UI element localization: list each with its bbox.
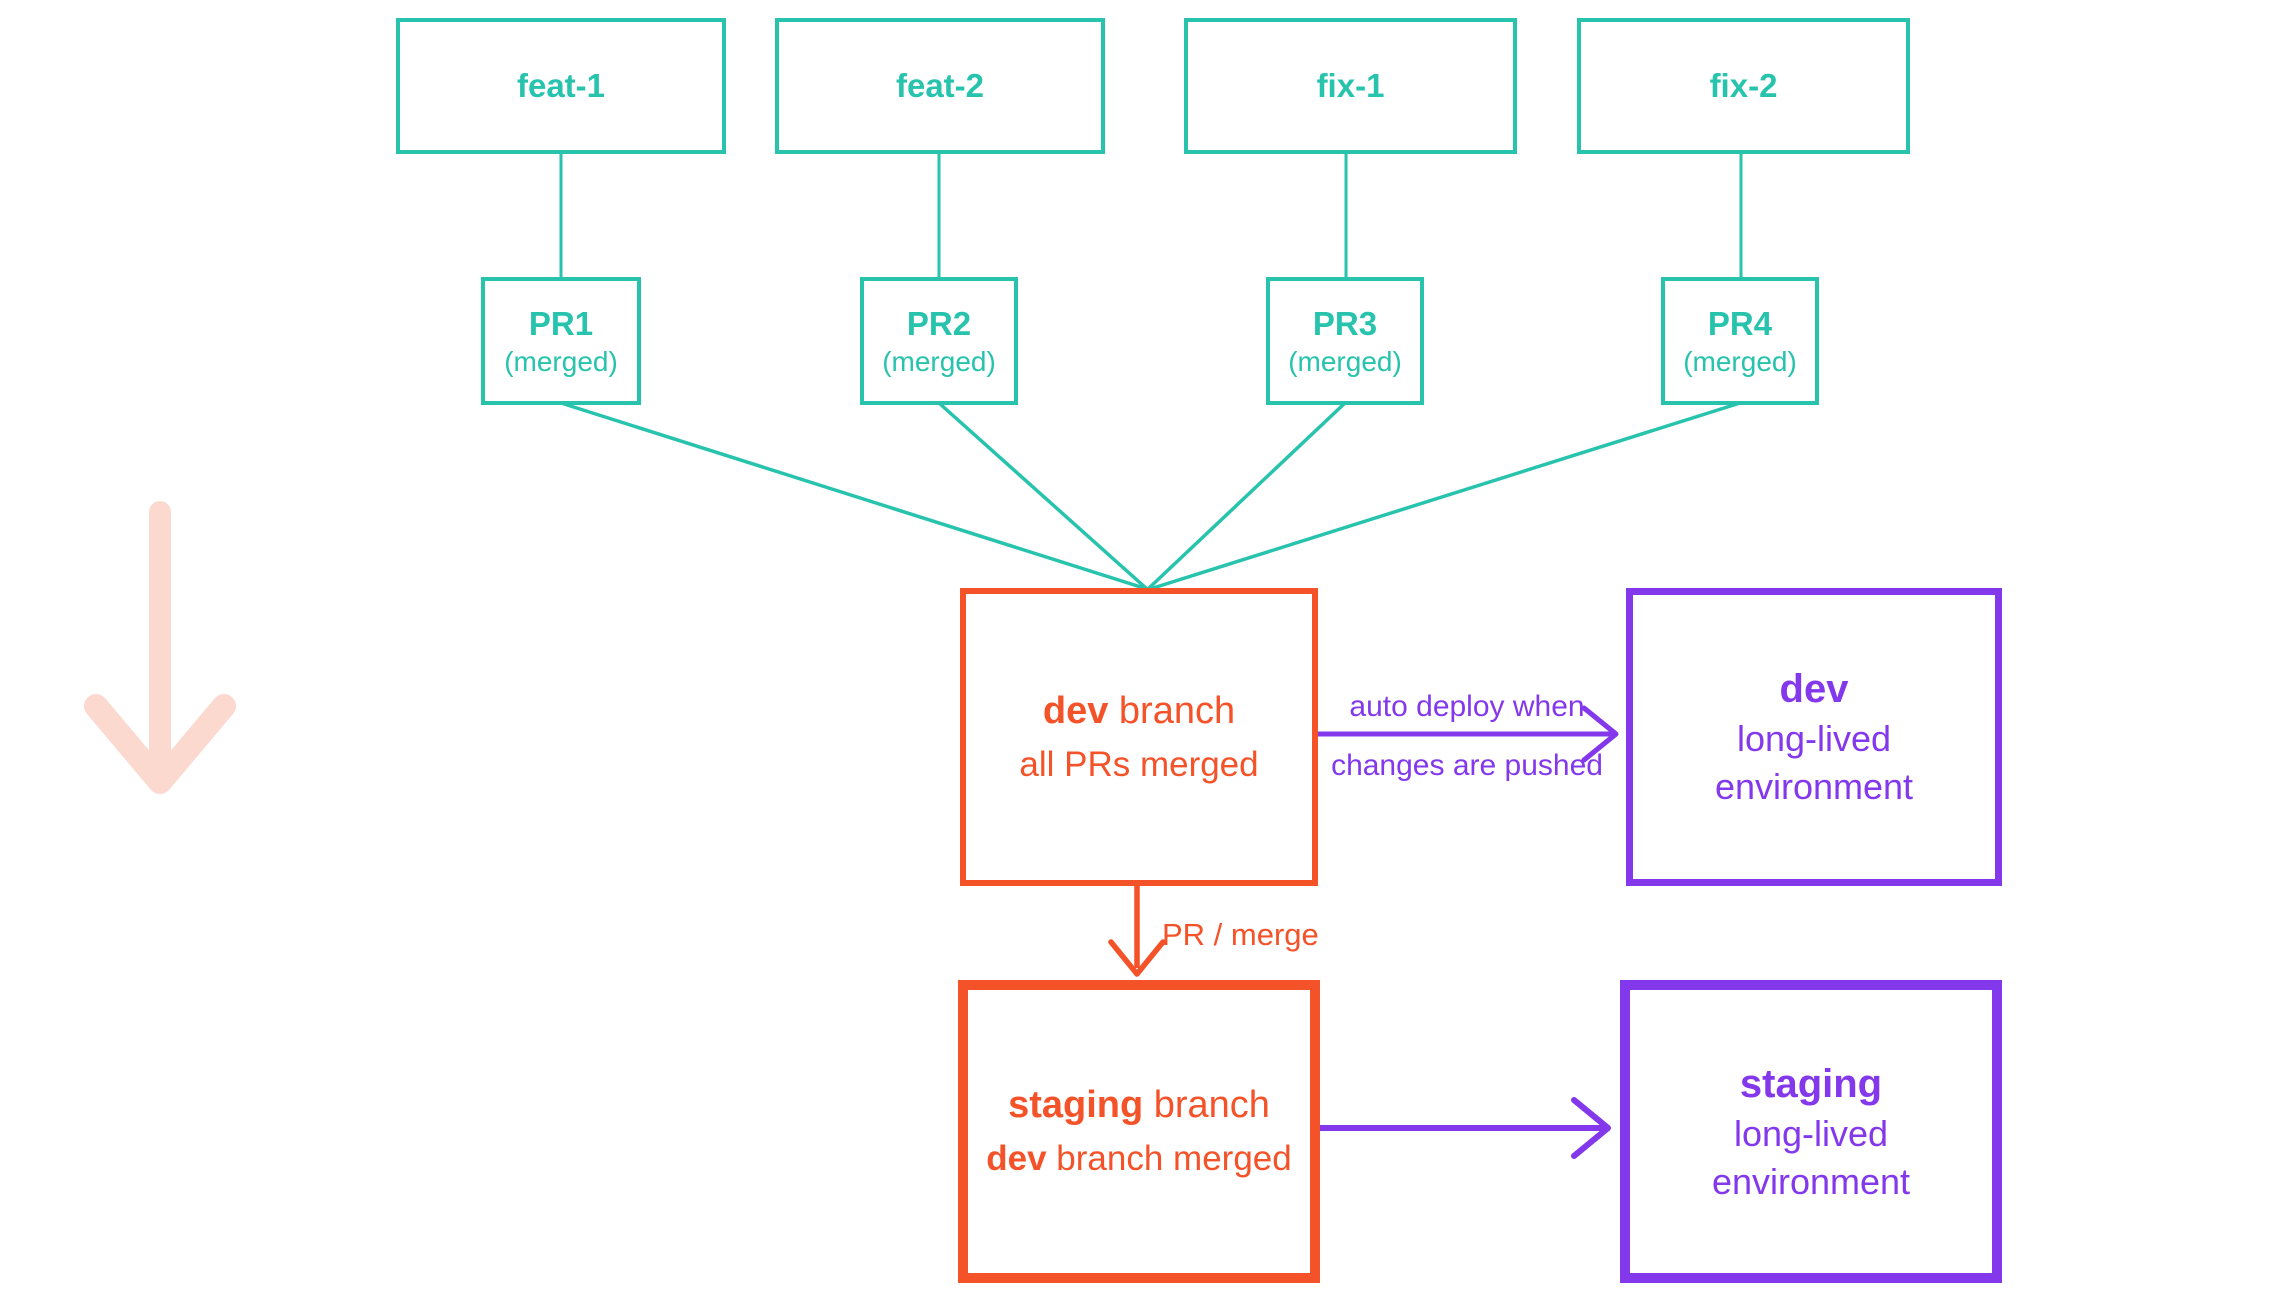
arrow-dev-to-staging-branch xyxy=(1108,886,1166,977)
pr-status: (merged) xyxy=(504,346,618,378)
pr-label: PR2 xyxy=(906,304,972,342)
pr-status: (merged) xyxy=(1683,346,1797,378)
auto-deploy-label-line1: auto deploy when xyxy=(1349,690,1585,723)
staging-branch-name: staging xyxy=(1008,1084,1144,1127)
feature-branch-box-feat-1: feat-1 xyxy=(396,18,726,154)
staging-environment-box: staging long-lived environment xyxy=(1620,980,2002,1283)
pr-box-pr4: PR4 (merged) xyxy=(1661,277,1819,405)
dev-environment-line1: long-lived xyxy=(1736,718,1892,760)
auto-deploy-label-line2: changes are pushed xyxy=(1331,749,1603,782)
connector-pr1-dev xyxy=(560,401,1148,591)
feature-branch-label: feat-2 xyxy=(895,67,985,104)
pr-box-pr2: PR2 (merged) xyxy=(860,277,1018,405)
staging-branch-title: staging branch xyxy=(1008,1081,1270,1130)
staging-environment-line2: environment xyxy=(1711,1160,1911,1202)
dev-branch-box: dev branch all PRs merged xyxy=(960,588,1318,886)
pr-label: PR4 xyxy=(1707,304,1773,342)
big-down-arrow-icon xyxy=(84,501,236,794)
dev-branch-subtitle: all PRs merged xyxy=(1019,744,1259,784)
pr-box-pr3: PR3 (merged) xyxy=(1266,277,1424,405)
pr-label: PR1 xyxy=(528,304,594,342)
staging-branch-subtitle-bold: dev xyxy=(986,1139,1047,1179)
staging-branch-subtitle: dev branch merged xyxy=(986,1136,1291,1182)
connector-pr3-dev xyxy=(1146,401,1347,591)
pr-merge-label: PR / merge xyxy=(1162,917,1319,952)
feature-branch-box-fix-2: fix-2 xyxy=(1577,18,1910,154)
pr-status: (merged) xyxy=(1288,346,1402,378)
arrow-staging-to-staging-env xyxy=(1320,1097,1611,1159)
dev-branch-name-suffix: branch xyxy=(1108,689,1236,732)
feature-branch-label: fix-2 xyxy=(1709,67,1778,104)
connector-pr4-dev xyxy=(1149,401,1741,591)
dev-environment-line2: environment xyxy=(1714,766,1914,807)
feature-branch-box-feat-2: feat-2 xyxy=(775,18,1105,154)
staging-environment-name: staging xyxy=(1739,1061,1883,1106)
feature-branch-label: fix-1 xyxy=(1316,67,1385,104)
dev-environment-box: dev long-lived environment xyxy=(1626,588,2002,886)
pr-box-pr1: PR1 (merged) xyxy=(481,277,641,405)
staging-branch-box: staging branch dev branch merged xyxy=(958,980,1320,1283)
pr-label: PR3 xyxy=(1312,304,1378,342)
staging-branch-name-suffix: branch xyxy=(1143,1084,1270,1127)
feature-branch-box-fix-1: fix-1 xyxy=(1184,18,1517,154)
staging-branch-subtitle-rest: branch merged xyxy=(1046,1139,1292,1179)
dev-environment-name: dev xyxy=(1779,667,1849,712)
pr-status: (merged) xyxy=(882,346,996,378)
connector-pr2-dev xyxy=(937,401,1149,591)
dev-branch-name: dev xyxy=(1042,689,1109,732)
staging-environment-line1: long-lived xyxy=(1733,1112,1889,1154)
dev-branch-title: dev branch xyxy=(1043,687,1235,736)
feature-branch-label: feat-1 xyxy=(516,67,606,104)
